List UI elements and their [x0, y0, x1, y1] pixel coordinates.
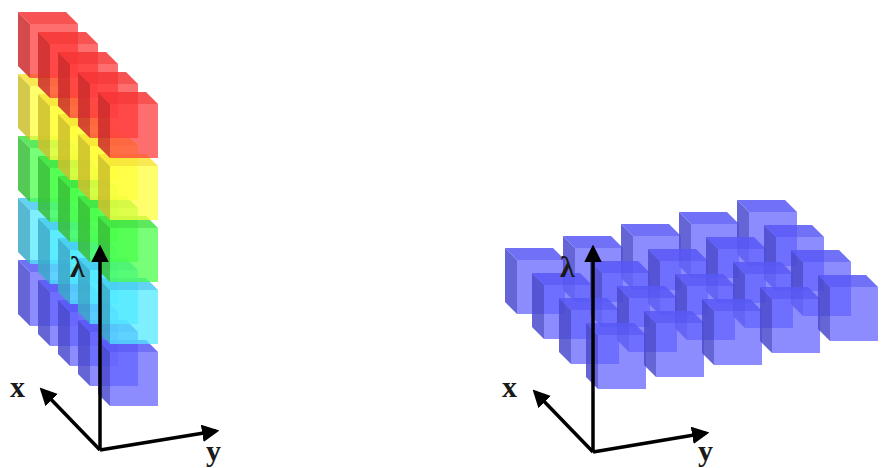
cube-top — [644, 311, 704, 323]
cube-front — [110, 352, 158, 406]
y-label: y — [206, 436, 221, 466]
x-axis — [42, 390, 100, 450]
cube-top — [791, 250, 851, 262]
lambda-axis — [591, 248, 595, 452]
x-label: x — [10, 372, 25, 402]
lambda-axis — [98, 248, 102, 450]
cube-top — [818, 275, 878, 287]
cube-top — [590, 261, 650, 273]
cube-front — [656, 323, 704, 377]
cube-front — [714, 311, 762, 365]
cube-front — [772, 299, 820, 353]
voxel-cube — [644, 311, 704, 377]
cube-top — [737, 200, 797, 212]
cube-top — [559, 298, 619, 310]
cube-top — [760, 287, 820, 299]
voxel-cube — [586, 323, 646, 389]
voxel-cube — [702, 299, 762, 365]
voxel-cube — [98, 340, 158, 406]
cube-top — [706, 237, 766, 249]
cube-front — [598, 335, 646, 389]
cube-top — [98, 92, 158, 104]
cube-top — [764, 225, 824, 237]
voxel-cube — [98, 154, 158, 220]
cube-top — [679, 212, 739, 224]
cube-top — [702, 299, 762, 311]
x-label: x — [502, 372, 517, 402]
cube-top — [617, 286, 677, 298]
cube-top — [648, 249, 708, 261]
cube-top — [505, 248, 565, 260]
cube-top — [733, 262, 793, 274]
voxel-cube — [98, 216, 158, 282]
cube-front — [110, 166, 158, 220]
cube-front — [110, 290, 158, 344]
cube-front — [830, 287, 878, 341]
y-axis — [100, 431, 216, 450]
y-label: y — [698, 436, 713, 466]
voxel-cube — [98, 278, 158, 344]
x-axis — [535, 392, 593, 452]
voxel-cube — [98, 92, 158, 158]
cube-top — [18, 12, 78, 24]
cube-top — [38, 32, 98, 44]
cube-top — [78, 72, 138, 84]
voxel-cube — [760, 287, 820, 353]
cube-top — [621, 224, 681, 236]
axes — [42, 248, 706, 452]
cube-top — [675, 274, 735, 286]
cube-front — [110, 228, 158, 282]
cube-front — [110, 104, 158, 158]
voxel-cube — [818, 275, 878, 341]
lambda-label: λ — [560, 252, 575, 282]
lambda-label: λ — [70, 252, 85, 282]
cube-top — [563, 236, 623, 248]
cube-top — [586, 323, 646, 335]
cube-top — [58, 52, 118, 64]
cube-grid — [18, 12, 878, 406]
y-axis — [593, 433, 706, 452]
